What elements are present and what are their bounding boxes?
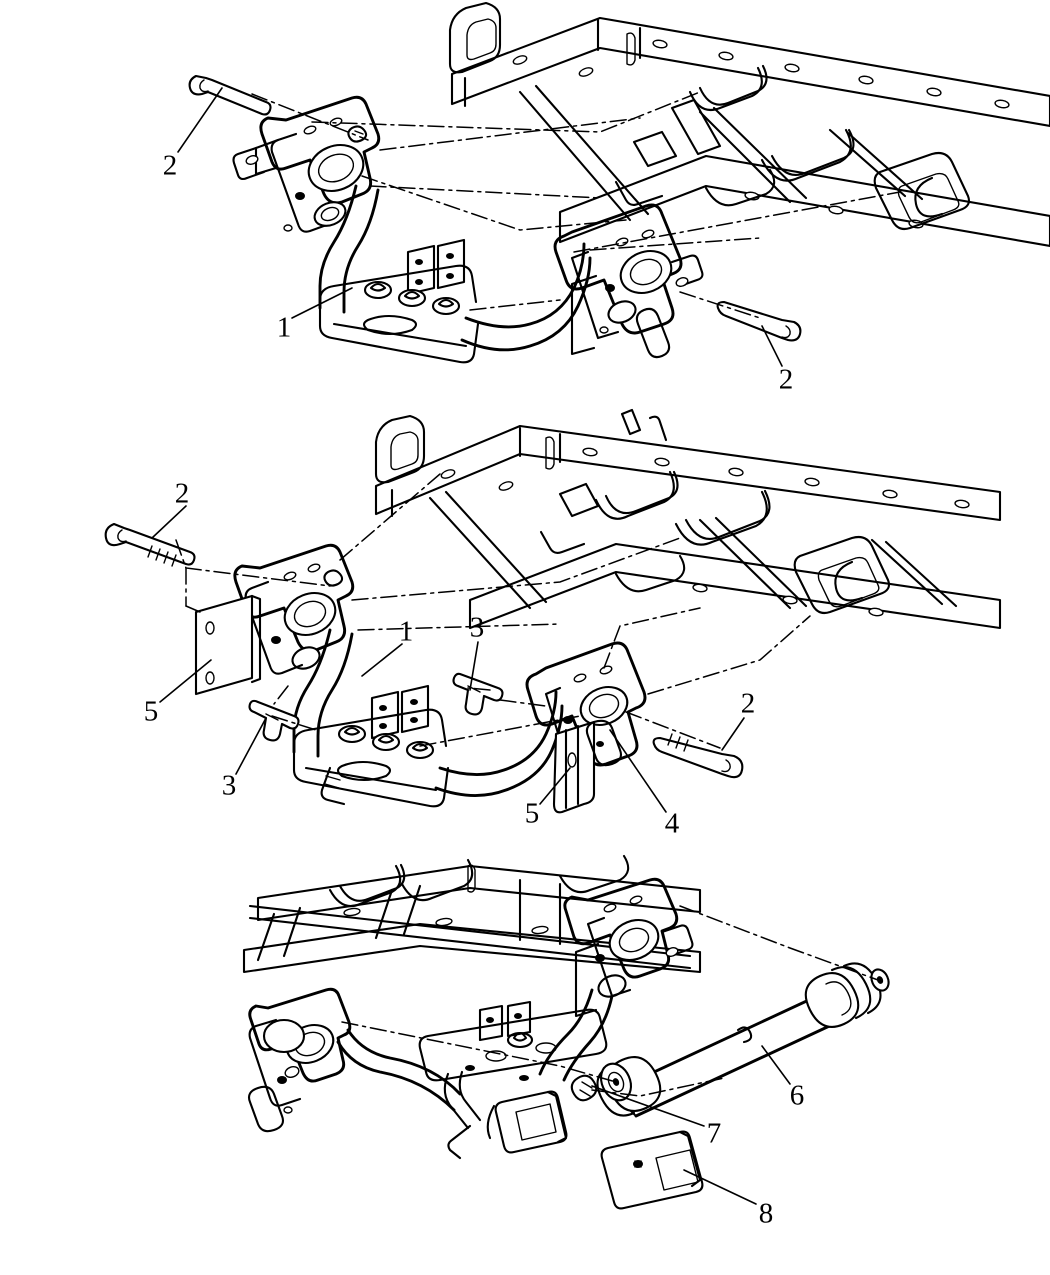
hitch-bolt-mid-right — [652, 733, 744, 779]
callout-number: 6 — [789, 1079, 805, 1112]
assembly-axis-lines-middle — [175, 473, 811, 749]
callout-number: 2 — [778, 363, 794, 396]
panel-middle-art — [104, 408, 1002, 814]
callout-number: 1 — [276, 311, 292, 344]
hitch-bolt-top-left — [188, 74, 272, 116]
hitch-crossmember-top — [232, 95, 704, 364]
alignment-pin-left — [248, 699, 300, 742]
callout-number: 3 — [221, 769, 237, 802]
panel-top-art — [188, 1, 1050, 364]
retaining-nut — [570, 1074, 598, 1102]
hitch-crossmember-middle — [194, 543, 647, 814]
callout-number: 2 — [174, 477, 190, 510]
callout-number: 7 — [706, 1117, 722, 1150]
callout-number: 8 — [758, 1197, 774, 1230]
callout-number: 4 — [664, 807, 680, 840]
assembly-axis-lines-top — [251, 91, 901, 319]
receiver-sleeve-plug — [600, 1130, 704, 1210]
frame-bottom — [242, 854, 702, 1160]
hitch-bolt-mid-left — [104, 522, 196, 567]
frame-middle — [374, 408, 1002, 630]
callout-number: 3 — [469, 611, 485, 644]
crossbar-bushing-right — [804, 962, 890, 1028]
frame-upper — [448, 1, 1050, 248]
callout-number: 5 — [524, 797, 540, 830]
callout-number: 2 — [162, 149, 178, 182]
alignment-pin-right — [452, 672, 504, 716]
panel-bottom-art — [242, 854, 890, 1210]
callout-leader-lines — [151, 87, 791, 1205]
callout-number: 2 — [740, 687, 756, 720]
callout-number: 1 — [398, 615, 414, 648]
callout-number: 5 — [143, 695, 159, 728]
receiver-crossbar — [596, 962, 890, 1118]
